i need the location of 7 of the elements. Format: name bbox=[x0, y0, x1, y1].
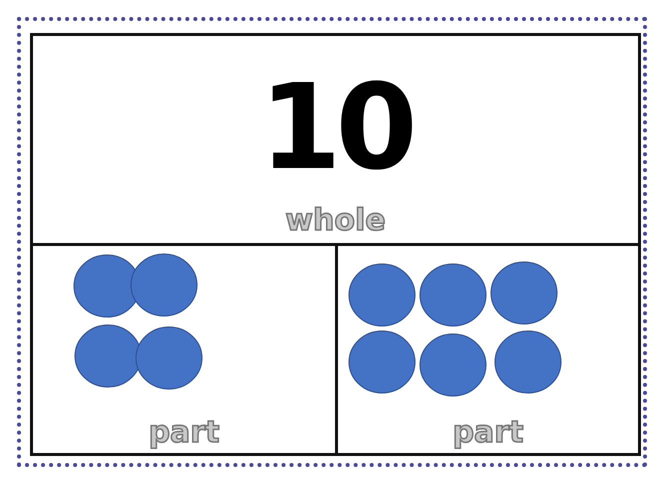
part-label: part bbox=[452, 418, 524, 448]
part-label: part bbox=[148, 418, 220, 448]
panel bbox=[30, 243, 338, 456]
number: 10 bbox=[258, 68, 413, 186]
panel bbox=[30, 33, 641, 246]
panel bbox=[335, 243, 641, 456]
whole-label: whole bbox=[284, 206, 387, 236]
